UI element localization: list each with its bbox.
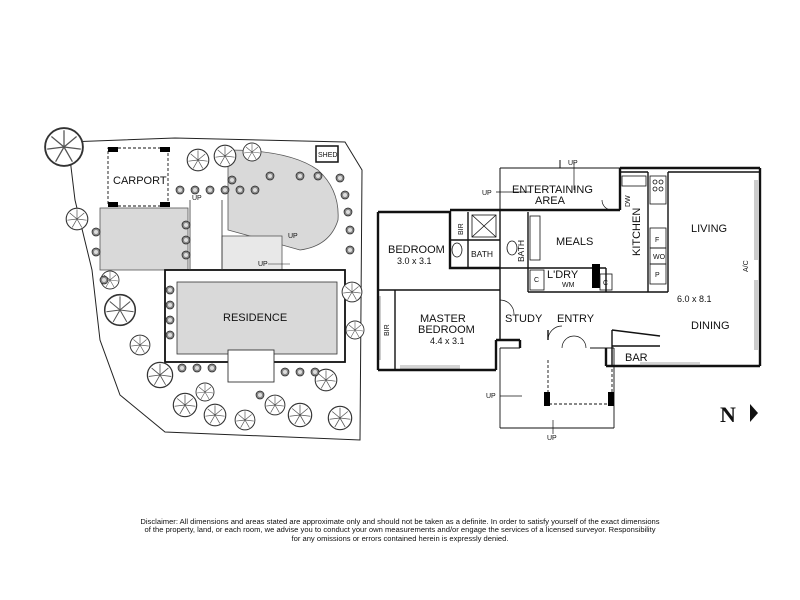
laundry-bench: [529, 269, 545, 291]
residence-porch: [227, 349, 275, 383]
site-up-label-2: UP: [288, 233, 298, 240]
c-label-1: C: [534, 277, 539, 284]
up-label-bottom-left: UP: [486, 393, 496, 400]
residence-label: RESIDENCE: [223, 312, 287, 324]
living-label: LIVING: [691, 223, 727, 235]
carport-outline: [107, 147, 169, 207]
entry-label: ENTRY: [557, 313, 595, 325]
dw-label: DW: [625, 195, 632, 207]
bath-label-1: BATH: [471, 249, 493, 259]
bath-label-2: BATH: [516, 240, 526, 262]
up-label-left: UP: [482, 190, 492, 197]
shed-label: SHED: [318, 152, 337, 159]
master-dim: 4.4 x 3.1: [430, 336, 465, 346]
p-label: P: [655, 272, 660, 279]
carport-label: CARPORT: [113, 175, 167, 187]
disclaimer-line-1: Disclaimer: All dimensions and areas sta…: [140, 517, 660, 526]
floor-plan-labels: ENTERTAINING AREA UP UP UP UP BEDROOM 3.…: [384, 160, 750, 442]
shed-outline: [315, 145, 339, 163]
windows: [379, 180, 758, 369]
kitchen-label: KITCHEN: [631, 208, 643, 256]
site-up-label-1: UP: [192, 195, 202, 202]
up-label-bottom: UP: [547, 435, 557, 442]
entertaining-label-1: ENTERTAINING: [512, 184, 593, 196]
disclaimer-line-3: for any omissions or errors contained he…: [291, 533, 509, 543]
master-label-1: MASTER: [420, 313, 466, 325]
laundry-tub: [592, 264, 600, 288]
bir-label-bottom: BIR: [384, 324, 391, 336]
site-plan: CARPORT SHED RESIDENCE UP UP UP: [44, 127, 365, 441]
bath-fixtures: [451, 214, 541, 261]
f-label: F: [655, 237, 659, 244]
wm-label: WM: [562, 282, 575, 289]
north-arrow-icon: [750, 404, 758, 422]
laundry-cupboard: [599, 273, 613, 291]
c-label-2: C: [603, 280, 608, 287]
bedroom-label: BEDROOM: [388, 244, 445, 256]
bedroom-dim: 3.0 x 3.1: [397, 256, 432, 266]
disclaimer: Disclaimer: All dimensions and areas sta…: [120, 517, 680, 543]
entry-porch: [499, 347, 615, 429]
entertaining-area-outline: [499, 160, 621, 210]
meals-label: MEALS: [556, 236, 593, 248]
entertaining-label-2: AREA: [535, 195, 566, 207]
bar-label: BAR: [625, 352, 648, 364]
wo-label: WO: [653, 254, 666, 261]
ac-label: A/C: [743, 260, 750, 272]
master-label-2: BEDROOM: [418, 324, 475, 336]
north-label: N: [720, 402, 736, 427]
kitchen-fixtures: [621, 175, 667, 285]
up-arrows: [496, 162, 575, 434]
internal-walls: [378, 171, 760, 370]
up-label-top: UP: [568, 160, 578, 167]
external-walls: [376, 166, 762, 372]
bir-label-top: BIR: [458, 223, 465, 235]
living-dim: 6.0 x 8.1: [677, 294, 712, 304]
study-label: STUDY: [505, 313, 543, 325]
disclaimer-line-2: of the property, land, or each room, we …: [144, 525, 656, 535]
doors: [499, 199, 613, 349]
dining-label: DINING: [691, 320, 730, 332]
residence-building: [176, 281, 338, 355]
floor-plan: [376, 160, 762, 434]
ldry-label: L'DRY: [547, 269, 579, 281]
site-up-label-3: UP: [258, 261, 268, 268]
